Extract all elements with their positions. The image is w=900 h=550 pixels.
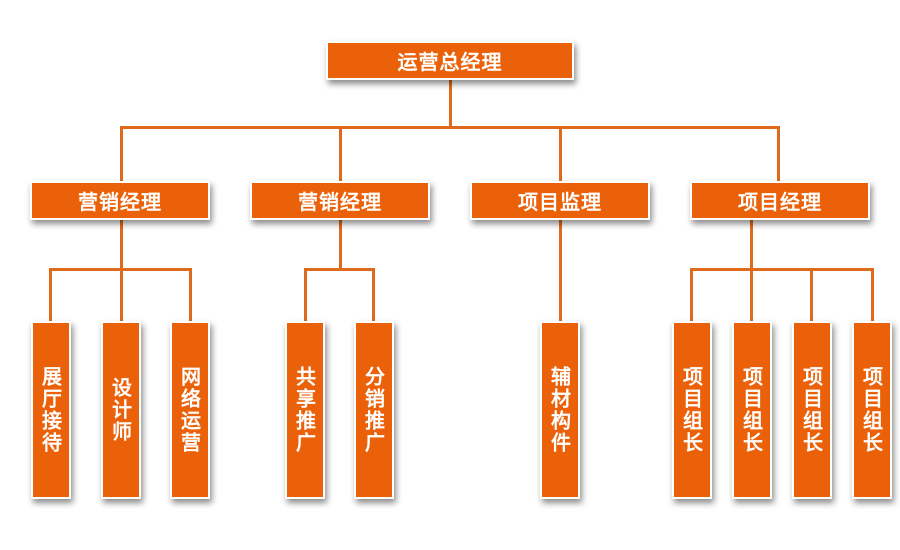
staff-node: 项目组长 xyxy=(852,321,892,499)
manager-node-label: 营销经理 xyxy=(298,190,382,214)
manager-node: 营销经理 xyxy=(250,181,430,220)
top-node: 运营总经理 xyxy=(326,41,574,80)
staff-node-label: 项目组长 xyxy=(859,366,884,454)
manager-node: 项目监理 xyxy=(470,181,650,220)
manager-node: 营销经理 xyxy=(30,181,210,220)
staff-node-label: 设计师 xyxy=(108,377,133,443)
staff-node: 共享推广 xyxy=(285,321,325,499)
connector-line xyxy=(304,268,307,322)
connector-line xyxy=(189,268,192,322)
connector-line xyxy=(559,220,562,322)
connector-line xyxy=(339,126,342,182)
staff-node-label: 项目组长 xyxy=(799,366,824,454)
staff-node: 网络运营 xyxy=(170,321,210,499)
connector-line xyxy=(120,220,123,270)
connector-line xyxy=(810,268,813,322)
staff-node-label: 展厅接待 xyxy=(38,366,63,454)
staff-node-label: 辅材构件 xyxy=(547,366,572,454)
staff-node-label: 分销推广 xyxy=(361,366,386,454)
connector-line xyxy=(304,268,375,271)
connector-line xyxy=(690,268,874,271)
staff-node-label: 项目组长 xyxy=(739,366,764,454)
top-node-label: 运营总经理 xyxy=(397,50,503,74)
staff-node: 辅材构件 xyxy=(540,321,580,499)
staff-node: 项目组长 xyxy=(672,321,712,499)
connector-line xyxy=(777,126,780,182)
manager-node-label: 营销经理 xyxy=(78,190,162,214)
staff-node: 展厅接待 xyxy=(31,321,71,499)
staff-node: 分销推广 xyxy=(354,321,394,499)
connector-line xyxy=(49,268,52,322)
connector-line xyxy=(372,268,375,322)
staff-node: 项目组长 xyxy=(732,321,772,499)
connector-line xyxy=(750,220,753,270)
manager-node-label: 项目监理 xyxy=(518,190,602,214)
connector-line xyxy=(449,78,452,128)
connector-line xyxy=(339,220,342,270)
staff-node-label: 共享推广 xyxy=(292,366,317,454)
connector-line xyxy=(120,126,780,129)
staff-node-label: 项目组长 xyxy=(679,366,704,454)
connector-line xyxy=(750,268,753,322)
connector-line xyxy=(871,268,874,322)
manager-node-label: 项目经理 xyxy=(738,190,822,214)
connector-line xyxy=(120,126,123,182)
manager-node: 项目经理 xyxy=(690,181,870,220)
staff-node: 项目组长 xyxy=(792,321,832,499)
connector-line xyxy=(559,126,562,182)
connector-line xyxy=(690,268,693,322)
staff-node-label: 网络运营 xyxy=(177,366,202,454)
connector-line xyxy=(120,268,123,322)
staff-node: 设计师 xyxy=(101,321,141,499)
